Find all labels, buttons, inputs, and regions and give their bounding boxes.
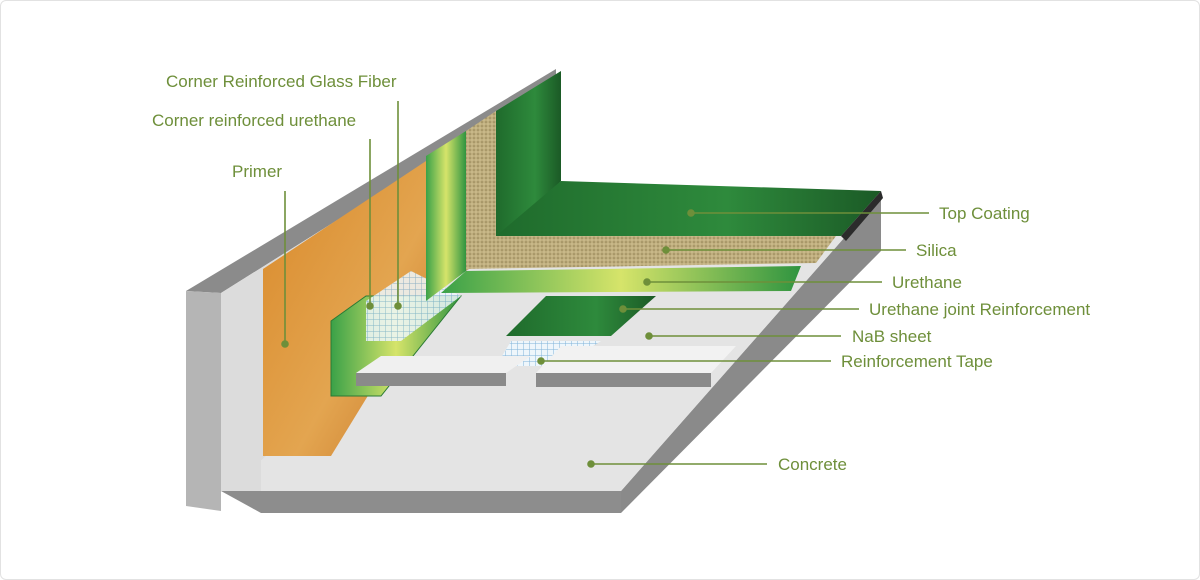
concrete-wall-top-edge: [186, 69, 556, 293]
nab-sheet-right: [536, 346, 736, 373]
top-coating-edge: [841, 191, 883, 241]
primer-layer: [263, 161, 426, 456]
concrete-wall-side: [186, 291, 221, 511]
label-corner-urethane: Corner reinforced urethane: [152, 111, 357, 130]
label-top-coating: Top Coating: [939, 204, 1030, 223]
label-silica: Silica: [916, 241, 957, 260]
label-urethane: Urethane: [892, 273, 962, 292]
wall-silica: [466, 111, 496, 271]
label-primer: Primer: [232, 162, 283, 181]
wall-urethane: [426, 131, 466, 301]
label-nab-sheet: NaB sheet: [852, 327, 932, 346]
label-urethane-joint: Urethane joint Reinforcement: [869, 300, 1091, 319]
urethane-joint-layer: [506, 296, 656, 336]
silica-layer: [466, 236, 836, 269]
nab-sheet-right-edge: [536, 373, 711, 387]
top-coating-layer: [496, 181, 881, 236]
label-reinforcement-tape: Reinforcement Tape: [841, 352, 993, 371]
label-concrete: Concrete: [778, 455, 847, 474]
urethane-layer: [441, 266, 801, 293]
concrete-floor-front: [221, 491, 621, 513]
leader-lines: [281, 101, 929, 468]
nab-sheet-left-edge: [356, 373, 506, 386]
label-corner-glass-fiber: Corner Reinforced Glass Fiber: [166, 72, 397, 91]
wall-top-coating: [496, 71, 561, 251]
concrete-floor-side: [621, 196, 881, 513]
nab-sheet-left: [356, 356, 531, 373]
